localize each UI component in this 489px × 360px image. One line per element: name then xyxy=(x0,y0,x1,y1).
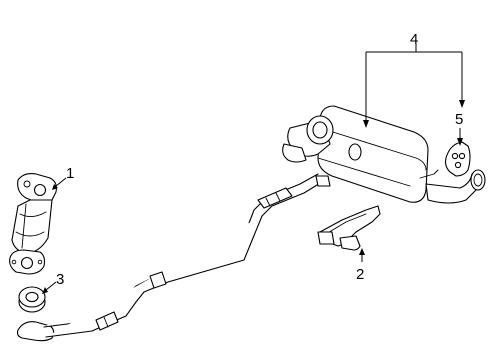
callout-3: 3 xyxy=(56,271,64,288)
exhaust-hanger xyxy=(444,141,471,177)
catalytic-converter xyxy=(9,173,57,275)
callout-4: 4 xyxy=(410,31,418,48)
callout-2: 2 xyxy=(356,266,364,283)
intermediate-pipe xyxy=(16,173,323,342)
leader-lines xyxy=(42,44,465,294)
callout-1: 1 xyxy=(66,165,74,182)
callout-5: 5 xyxy=(455,111,463,128)
gasket xyxy=(18,286,46,313)
heat-shield-bracket xyxy=(317,205,381,251)
muffler-assembly xyxy=(282,105,486,204)
